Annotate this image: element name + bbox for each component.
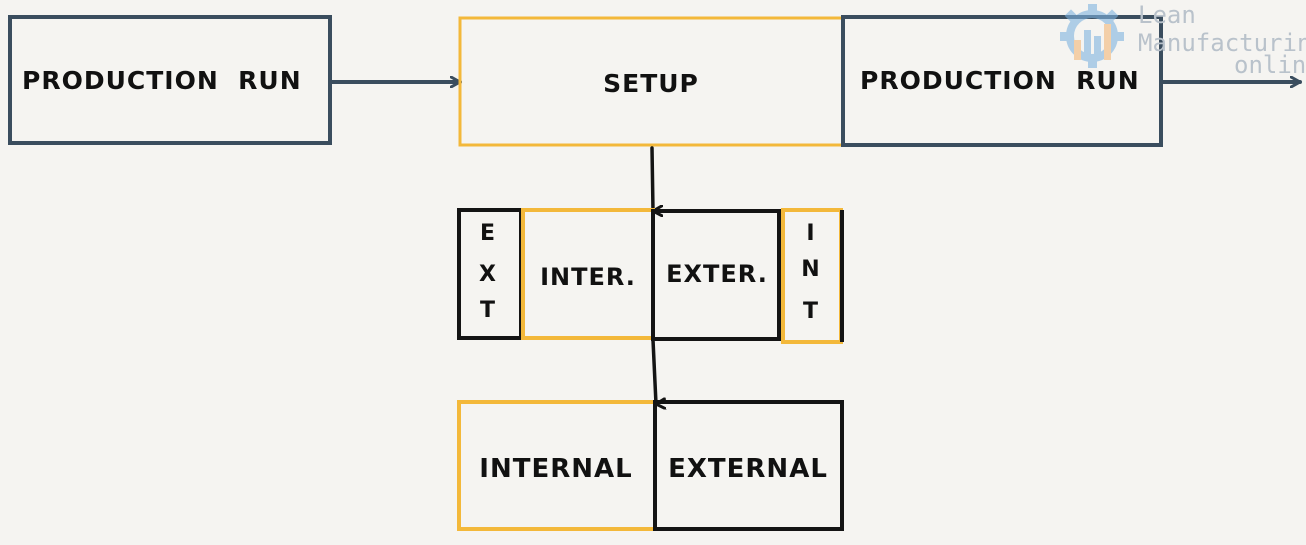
exter-box	[651, 209, 781, 341]
int-letter-3: T	[803, 299, 819, 324]
production-run-label-left: PRODUCTION RUN	[22, 66, 302, 95]
int-letter-2: N	[801, 257, 820, 282]
arrow-setup-to-breakdown	[650, 146, 653, 211]
exter-label: EXTER.	[666, 260, 768, 288]
int-letter-1: I	[806, 221, 815, 246]
gear-bar-chart-icon	[1060, 4, 1124, 68]
internal-label: INTERNAL	[479, 454, 632, 484]
arrow-breakdown-to-result	[651, 338, 656, 404]
ext-letter-3: T	[480, 298, 496, 323]
logo-line-3: online	[1234, 51, 1306, 79]
setup-label: SETUP	[603, 69, 699, 98]
ext-letter-2: X	[479, 262, 497, 287]
lean-manufacturing-logo: Lean Manufacturing online	[1050, 1, 1306, 79]
production-run-label-right: PRODUCTION RUN	[860, 66, 1140, 95]
external-label: EXTERNAL	[668, 454, 828, 484]
inter-label: INTER.	[540, 263, 636, 291]
ext-letter-1: E	[480, 221, 496, 246]
external-box	[653, 400, 844, 531]
logo-line-1: Lean	[1138, 1, 1196, 29]
logo-line-2: Manufacturing	[1138, 29, 1306, 57]
